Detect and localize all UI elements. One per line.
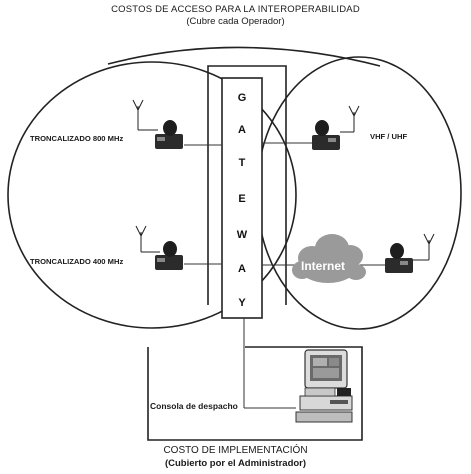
radio-internet-icon bbox=[385, 233, 435, 273]
gateway-letter-t: T bbox=[238, 157, 246, 169]
gateway-letter-a: A bbox=[238, 124, 246, 136]
top-connecting-arc bbox=[107, 46, 381, 67]
right-network-ellipse bbox=[256, 56, 462, 330]
gateway-letter-w: W bbox=[236, 229, 248, 241]
label-troncalizado-800: TRONCALIZADO 800 MHz bbox=[30, 134, 124, 143]
label-troncalizado-400: TRONCALIZADO 400 MHz bbox=[30, 257, 124, 266]
gateway-letter-e: E bbox=[238, 193, 246, 205]
gateway-letter-g: G bbox=[237, 92, 247, 104]
footer-title: COSTO DE IMPLEMENTACIÓN bbox=[163, 445, 308, 456]
label-vhf-uhf: VHF / UHF bbox=[370, 132, 408, 141]
radio-800mhz-icon bbox=[132, 99, 183, 149]
gateway-letter-y: Y bbox=[238, 297, 246, 309]
radio-400mhz-icon bbox=[135, 225, 183, 270]
implementation-frame bbox=[147, 346, 363, 441]
diagram-title: COSTOS DE ACCESO PARA LA INTEROPERABILID… bbox=[111, 4, 360, 15]
gateway-letter-a2: A bbox=[238, 263, 246, 275]
left-network-ellipse bbox=[7, 61, 297, 329]
gateway-box bbox=[221, 77, 263, 319]
gateway-outer-frame bbox=[207, 65, 287, 305]
internet-label: Internet bbox=[301, 259, 346, 273]
radio-vhf-uhf-icon bbox=[312, 105, 360, 150]
dispatch-console-icon bbox=[295, 349, 353, 423]
diagram-subtitle: (Cubre cada Operador) bbox=[186, 16, 285, 27]
console-label: Consola de despacho bbox=[150, 401, 238, 411]
internet-cloud-icon bbox=[292, 234, 366, 283]
footer-subtitle: (Cubierto por el Administrador) bbox=[164, 458, 307, 469]
